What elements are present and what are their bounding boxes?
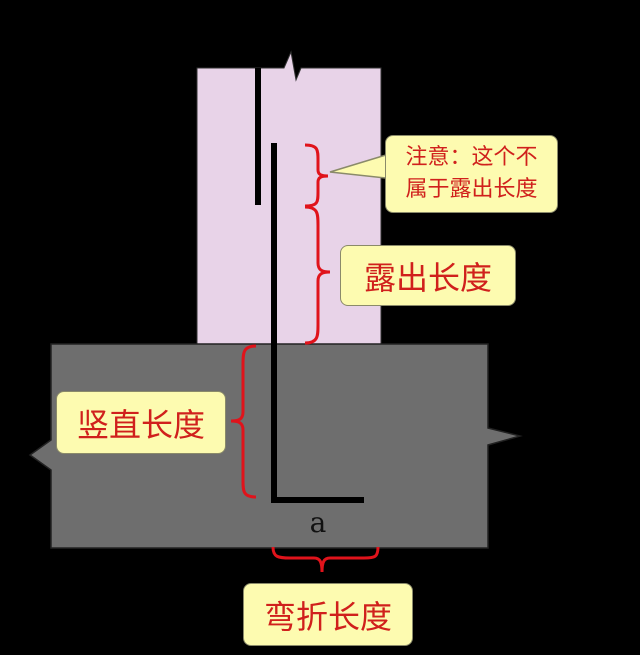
vertical-length-label: 竖直长度 xyxy=(56,391,226,454)
bracket-note xyxy=(304,143,329,208)
bend-length-label: 弯折长度 xyxy=(243,583,413,646)
bracket-vertical xyxy=(230,344,257,499)
note-callout: 注意：这个不 属于露出长度 xyxy=(385,135,558,213)
main-rebar xyxy=(271,143,364,503)
exposed-length-label: 露出长度 xyxy=(340,245,516,306)
note-line-1: 注意：这个不 xyxy=(405,145,538,170)
bracket-exposed xyxy=(304,205,331,345)
bracket-bend xyxy=(271,546,380,573)
bend-mark-a: a xyxy=(309,506,327,539)
note-line-2: 属于露出长度 xyxy=(405,177,538,202)
